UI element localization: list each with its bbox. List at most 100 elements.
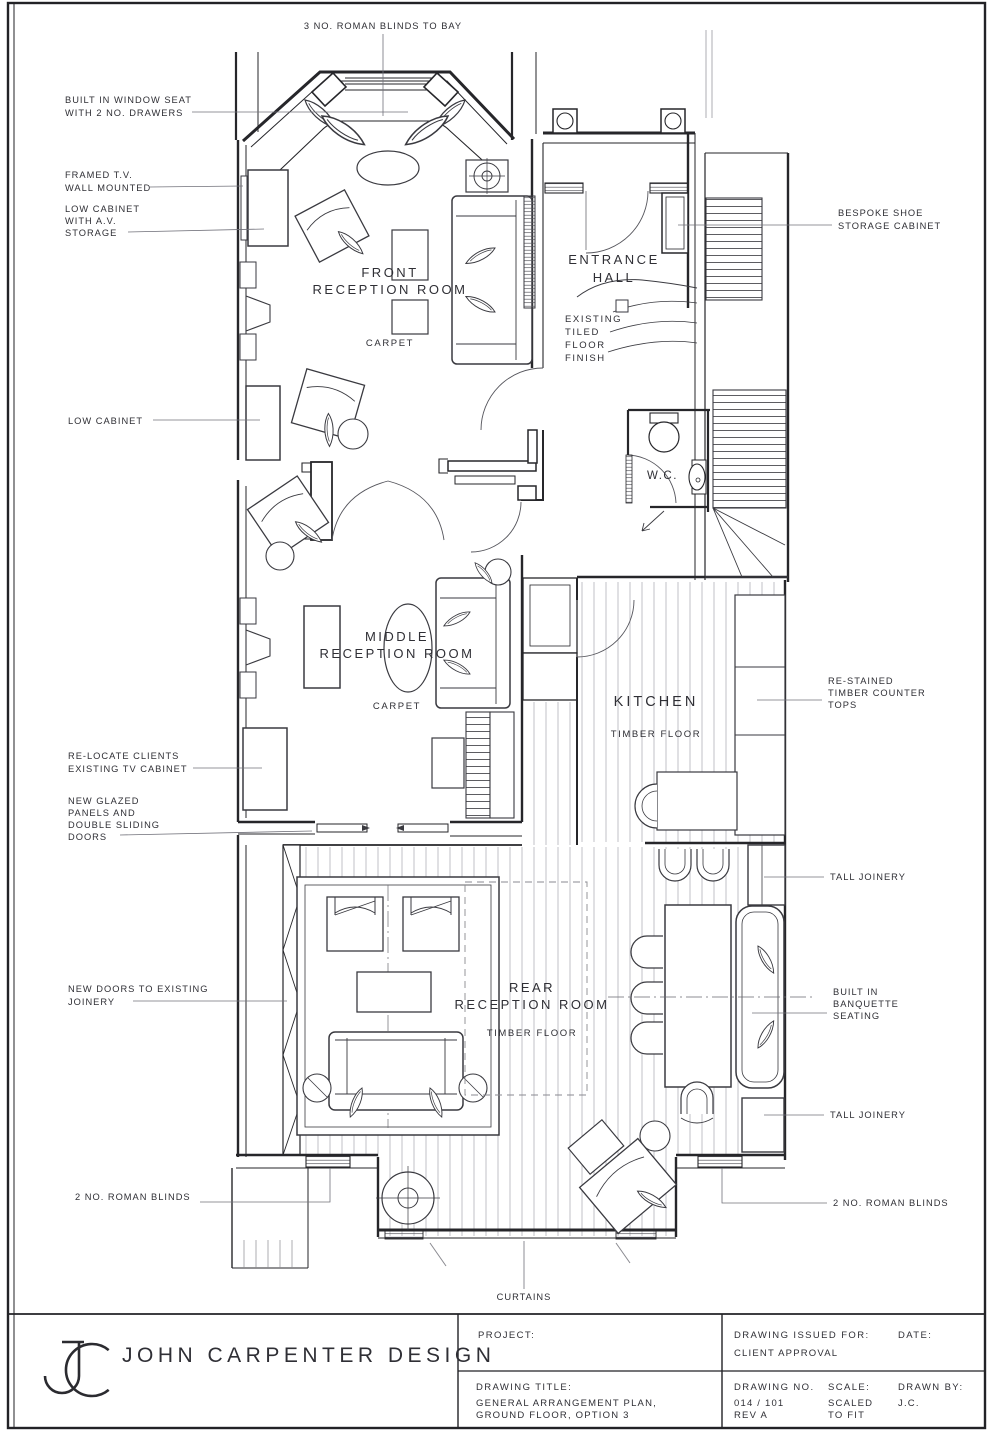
drawing-title-line2: GROUND FLOOR, OPTION 3 xyxy=(476,1410,630,1421)
ceiling-speaker-symbol xyxy=(465,158,509,194)
side-table xyxy=(302,1073,332,1103)
date-label: DATE: xyxy=(898,1330,932,1341)
side-table xyxy=(458,1073,488,1103)
annotation-bespoke-shoe: BESPOKE SHOE xyxy=(838,208,923,218)
drawing-no-value1: 014 / 101 xyxy=(734,1398,784,1409)
dining-table xyxy=(664,904,732,1088)
kitchen-peninsula xyxy=(656,771,738,831)
annotation-banquette: BUILT IN xyxy=(833,987,878,997)
stair-lower-flight xyxy=(712,389,787,509)
rear-reception-label: REAR xyxy=(509,980,555,995)
svg-text:TOPS: TOPS xyxy=(828,700,857,710)
staircase xyxy=(576,197,788,578)
toilet xyxy=(648,421,680,453)
svg-text:TILED: TILED xyxy=(565,327,600,338)
armchair xyxy=(294,189,370,263)
annotation-roman-blinds-right: 2 NO. ROMAN BLINDS xyxy=(833,1198,949,1208)
annotation-roman-blinds-bay: 3 NO. ROMAN BLINDS TO BAY xyxy=(304,21,462,31)
roman-blind-leaf xyxy=(401,109,453,151)
wc-label: W.C. xyxy=(647,470,678,482)
company-name: JOHN CARPENTER DESIGN xyxy=(122,1344,495,1367)
dining-chair xyxy=(630,935,663,969)
stair-winders xyxy=(712,507,786,578)
entrance-hall-label: ENTRANCE xyxy=(568,252,660,267)
stair-newel xyxy=(615,299,629,313)
sofa-middle xyxy=(435,577,511,709)
wc-basin xyxy=(688,463,706,491)
svg-text:BANQUETTE: BANQUETTE xyxy=(833,999,899,1009)
chimney-breast xyxy=(245,295,271,332)
framed-tv xyxy=(240,175,248,241)
side-table xyxy=(265,541,295,571)
armchair-rotated xyxy=(578,1137,678,1235)
annotation-tall-joinery-top: TALL JOINERY xyxy=(830,872,906,882)
dining-chair xyxy=(680,1081,714,1115)
side-table xyxy=(639,1120,671,1152)
svg-text:WITH A.V.: WITH A.V. xyxy=(65,216,117,226)
side-table xyxy=(431,737,465,789)
middle-floor-label: CARPET xyxy=(373,701,421,712)
svg-text:RECEPTION ROOM: RECEPTION ROOM xyxy=(313,282,468,297)
double-door-right-swing xyxy=(387,480,445,541)
annotation-roman-blinds-left: 2 NO. ROMAN BLINDS xyxy=(75,1192,191,1202)
svg-text:EXISTING TV CABINET: EXISTING TV CABINET xyxy=(68,764,188,774)
rear-floor-label: TIMBER FLOOR xyxy=(487,1028,577,1039)
coffee-table xyxy=(391,229,429,281)
wc-door-swing xyxy=(627,454,677,504)
annotations: 3 NO. ROMAN BLINDS TO BAY BUILT IN WINDO… xyxy=(65,21,949,1302)
side-table xyxy=(337,418,369,450)
sofa-front xyxy=(451,195,533,365)
drawing-no-label: DRAWING NO. xyxy=(734,1382,815,1393)
svg-text:JOINERY: JOINERY xyxy=(68,997,115,1007)
shoe-cabinet xyxy=(661,192,689,254)
radiator xyxy=(465,711,491,819)
kitchen-label: KITCHEN xyxy=(614,694,699,710)
svg-text:RECEPTION ROOM: RECEPTION ROOM xyxy=(455,997,610,1012)
corridor-door-swing xyxy=(470,501,522,553)
scale-value2: TO FIT xyxy=(828,1410,865,1421)
tv-cabinet xyxy=(242,727,288,811)
annotation-low-cabinet: LOW CABINET xyxy=(68,416,143,426)
svg-text:STORAGE CABINET: STORAGE CABINET xyxy=(838,221,941,231)
bottom-bay-table xyxy=(376,1166,440,1230)
dining-area xyxy=(608,844,812,1153)
annotation-window-seat: BUILT IN WINDOW SEAT xyxy=(65,95,192,105)
project-label: PROJECT: xyxy=(478,1330,535,1341)
middle-reception-furniture xyxy=(239,558,515,831)
console-table xyxy=(303,605,341,689)
issued-value: CLIENT APPROVAL xyxy=(734,1348,838,1359)
rear-reception-furniture xyxy=(296,876,678,1235)
annotation-counter-tops: RE-STAINED xyxy=(828,676,894,686)
annotation-relocate-tv: RE-LOCATE CLIENTS xyxy=(68,751,179,761)
drawn-by-label: DRAWN BY: xyxy=(898,1382,964,1393)
armchair xyxy=(402,896,460,952)
door-swings xyxy=(331,190,677,658)
chimney-breast xyxy=(245,629,271,666)
front-reception-furniture xyxy=(239,95,536,571)
oval-table xyxy=(356,150,420,186)
svg-text:HALL: HALL xyxy=(593,270,636,285)
drawing-title-label: DRAWING TITLE: xyxy=(476,1382,572,1393)
tall-joinery-bottom-unit xyxy=(741,1097,785,1153)
armchair xyxy=(326,896,384,952)
drawing-title-line1: GENERAL ARRANGEMENT PLAN, xyxy=(476,1398,657,1409)
counter-run xyxy=(734,594,786,836)
armchair xyxy=(246,475,330,557)
kitchen-floor-label: TIMBER FLOOR xyxy=(611,729,701,740)
front-door-swing xyxy=(585,190,649,254)
drawn-by-value: J.C. xyxy=(898,1398,920,1409)
side-table-rotated xyxy=(567,1118,625,1176)
issued-label: DRAWING ISSUED FOR: xyxy=(734,1330,870,1341)
dining-chair xyxy=(696,848,730,882)
sink xyxy=(634,783,658,829)
tiled-floor-note: EXISTING xyxy=(565,314,622,325)
dining-chair xyxy=(630,981,663,1015)
dining-chair xyxy=(658,848,692,882)
annotation-new-doors: NEW DOORS TO EXISTING xyxy=(68,984,209,994)
stair-upper-flight xyxy=(705,197,763,301)
coffee-table xyxy=(356,971,432,1013)
annotation-curtains: CURTAINS xyxy=(497,1292,552,1302)
annotation-new-glazed: NEW GLAZED xyxy=(68,796,139,806)
